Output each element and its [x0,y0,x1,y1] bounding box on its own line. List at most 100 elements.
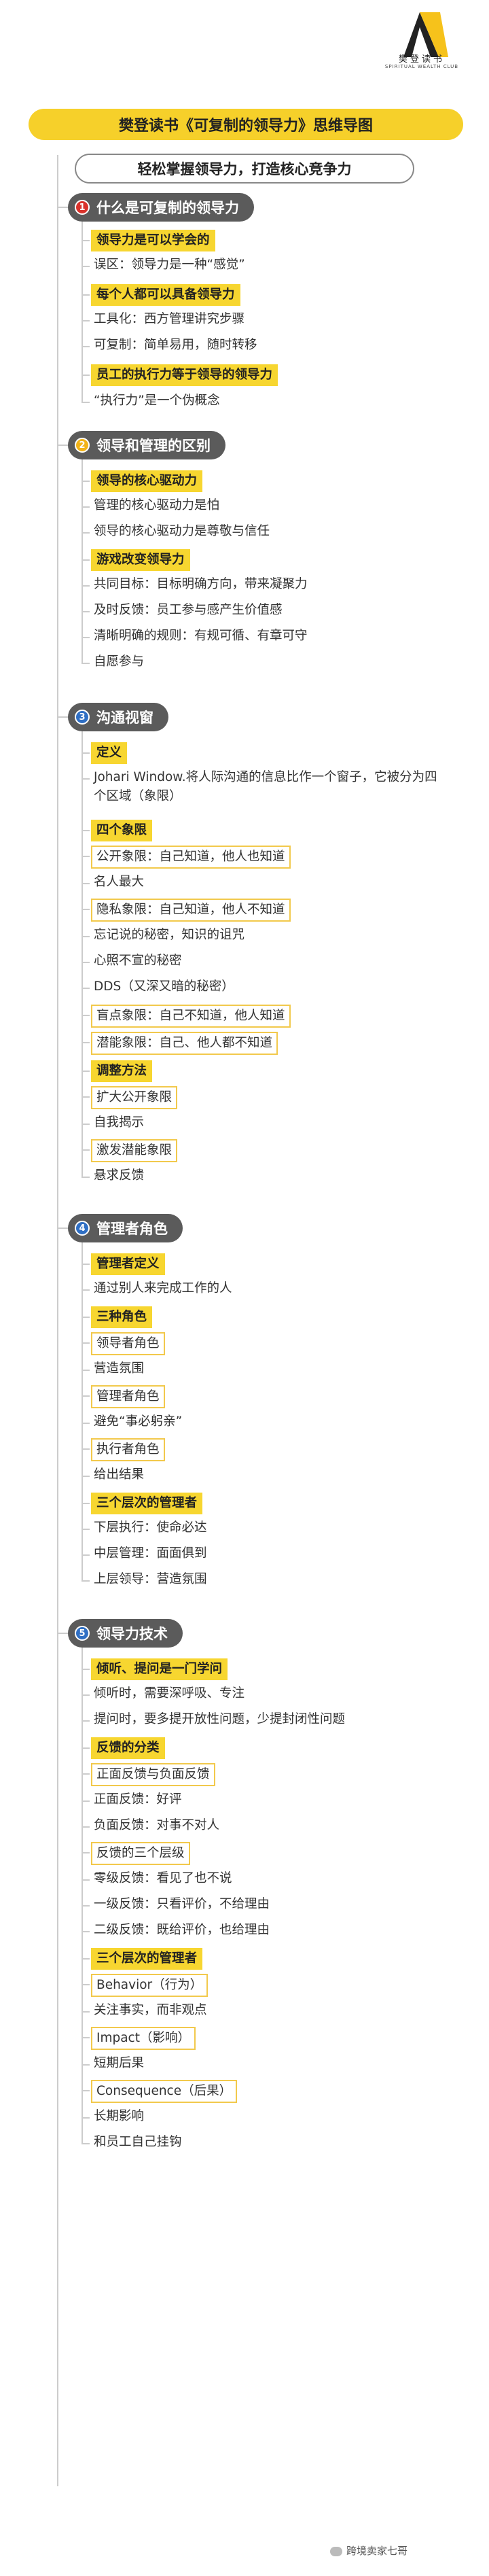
mindmap-subtitle: 轻松掌握领导力，打造核心竞争力 [75,154,414,184]
row-connector [82,1879,90,1881]
watermark: 跨境卖家七哥 [330,2543,479,2558]
row-connector [82,1800,90,1802]
row-connector [82,1342,90,1344]
row-connector [82,1826,90,1828]
topic-note: 零级反馈：看见了也不说 [94,1871,232,1885]
row-connector [82,988,90,989]
row-connector [82,1448,90,1450]
topic-heading: 倾听、提问是一门学问 [91,1658,228,1680]
topic-note: 营造氛围 [94,1361,145,1376]
row-connector [82,1071,90,1072]
topic-note: 下层执行：使命必达 [94,1520,207,1535]
row-connector [82,559,90,561]
section-number-badge: 5 [75,1626,90,1641]
row-connector [82,1177,90,1178]
row-connector [82,1931,90,1932]
row-connector [82,1852,90,1853]
topic-note: 长期影响 [94,2109,145,2123]
row-connector [82,320,90,321]
section-title: 什么是可复制的领导力 [96,200,239,216]
subtopic-box: 反馈的三个层级 [91,1842,190,1865]
row-connector [82,1984,90,1985]
row-connector [82,1289,90,1291]
row-connector [82,1580,90,1582]
topic-note: 正面反馈：好评 [94,1792,182,1807]
topic-heading: 管理者定义 [91,1253,165,1275]
topic-heading: 调整方法 [91,1060,153,1082]
section-number-badge: 3 [75,710,90,725]
subtopic-box: Impact（影响） [91,2027,196,2050]
section-branch [57,716,68,718]
row-connector [82,1773,90,1775]
section-sub-spine [82,222,83,402]
subtopic-box: 公开象限：自己知道，他人也知道 [91,846,291,869]
row-connector [82,1669,90,1670]
row-connector [82,1149,90,1151]
row-connector [82,883,90,884]
subtopic-box: Behavior（行为） [91,1974,209,1997]
row-connector [82,585,90,587]
topic-note: 上层领导：营造氛围 [94,1572,207,1586]
section-branch [57,207,68,208]
topic-note: 二级反馈：既给评价，也给理由 [94,1923,270,1937]
row-connector [82,240,90,241]
topic-note: 忘记说的秘密，知识的诅咒 [94,928,245,942]
subtopic-box: 扩大公开象限 [91,1086,178,1109]
topic-heading: 游戏改变领导力 [91,549,190,571]
section-sub-spine [82,459,83,663]
row-connector [82,1958,90,1960]
row-connector [82,1905,90,1907]
row-connector [82,2037,90,2038]
section-title: 管理者角色 [96,1221,168,1237]
topic-heading: 领导力是可以学会的 [91,230,215,251]
subtopic-box: 正面反馈与负面反馈 [91,1763,215,1786]
row-connector [82,2011,90,2013]
row-connector [82,2117,90,2119]
topic-note: 短期后果 [94,2056,145,2070]
topic-note: 自愿参与 [94,655,145,669]
topic-heading: 三个层次的管理者 [91,1493,203,1514]
topic-note: 共同目标：目标明确方向，带来凝聚力 [94,577,308,591]
section-sub-spine [82,1242,83,1581]
topic-note: 提问时，要多提开放性问题，少提封闭性问题 [94,1712,346,1726]
topic-heading: 三个层次的管理者 [91,1948,203,1970]
topic-note: 给出结果 [94,1467,145,1482]
row-connector [82,2064,90,2066]
row-connector [82,375,90,376]
topic-heading: 三种角色 [91,1306,153,1328]
section-branch [57,1228,68,1229]
wechat-icon [330,2546,342,2556]
row-connector [82,611,90,612]
row-connector [82,532,90,534]
brand-name: 樊登读书 [398,54,445,65]
row-connector [82,1015,90,1016]
topic-note: 误区：领导力是一种“感觉” [94,258,245,272]
topic-note: 中层管理：面面俱到 [94,1546,207,1561]
topic-note: 可复制：简单易用，随时转移 [94,338,257,352]
topic-note: 名人最大 [94,875,145,889]
section-4-pill: 4 管理者角色 [68,1214,183,1242]
section-1-pill: 1 什么是可复制的领导力 [68,193,254,222]
section-number-badge: 4 [75,1221,90,1236]
row-connector [82,1694,90,1696]
section-number-badge: 1 [75,200,90,215]
row-connector [82,294,90,296]
mindmap-title: 樊登读书《可复制的领导力》思维导图 [29,109,463,140]
row-connector [82,2143,90,2144]
topic-note: Johari Window.将人际沟通的信息比作一个窗子，它被分为四个区域（象限… [94,770,437,803]
row-connector [82,663,90,664]
row-connector [82,1264,90,1265]
subtopic-box: Consequence（后果） [91,2080,238,2103]
row-connector [82,346,90,347]
row-connector [82,1476,90,1477]
topic-note: 负面反馈：对事不对人 [94,1818,220,1832]
topic-note: “执行力”是一个伪概念 [94,394,220,408]
topic-note: 领导的核心驱动力是尊敬与信任 [94,524,270,538]
row-connector [82,936,90,937]
row-connector [82,1124,90,1125]
topic-note: DDS（又深又暗的秘密） [94,979,234,994]
row-connector [82,1720,90,1722]
section-branch [57,1633,68,1634]
